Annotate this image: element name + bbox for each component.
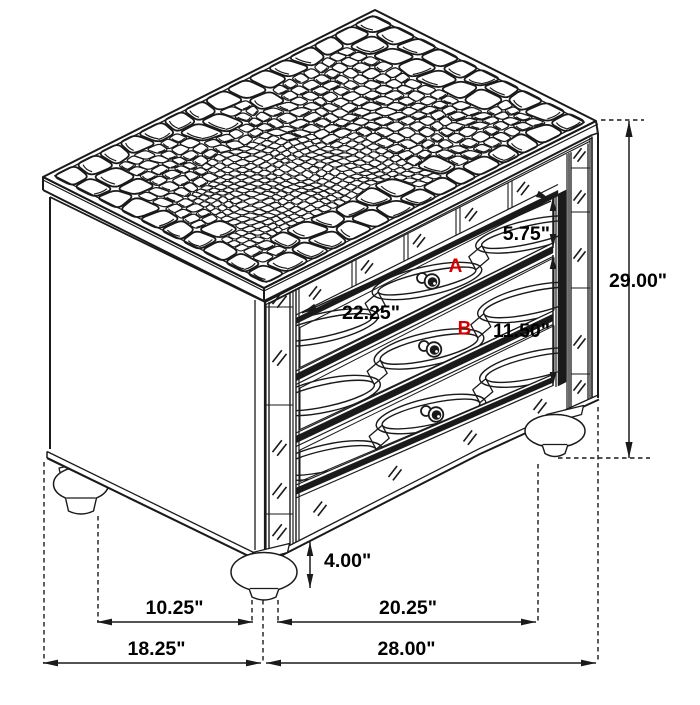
svg-text:28.00": 28.00" bbox=[377, 638, 435, 660]
svg-text:11.50": 11.50" bbox=[493, 320, 550, 342]
svg-text:5.75": 5.75" bbox=[503, 223, 550, 245]
svg-text:B: B bbox=[458, 319, 472, 340]
svg-text:A: A bbox=[449, 256, 463, 277]
svg-text:4.00": 4.00" bbox=[324, 550, 371, 572]
svg-text:22.25": 22.25" bbox=[342, 302, 400, 324]
svg-text:10.25": 10.25" bbox=[145, 597, 203, 619]
svg-text:29.00": 29.00" bbox=[609, 270, 667, 292]
svg-text:18.25": 18.25" bbox=[127, 638, 185, 660]
svg-text:20.25": 20.25" bbox=[379, 597, 437, 619]
